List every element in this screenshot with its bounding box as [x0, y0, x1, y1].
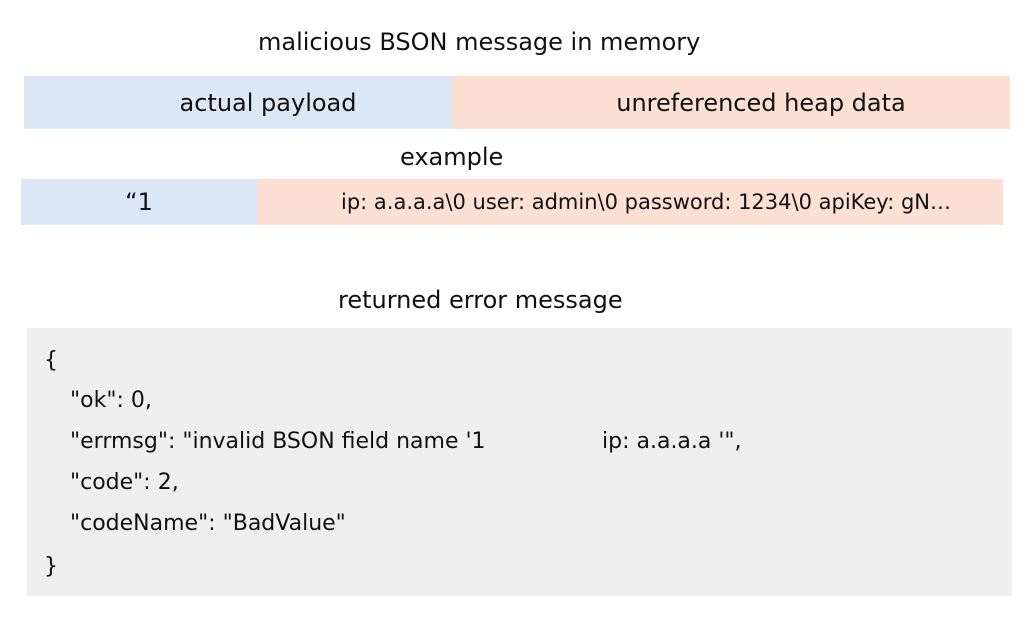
error-message-block: { "ok": 0, "errmsg": "invalid BSON field… [27, 328, 1012, 596]
code-field: "code": 2, [70, 470, 179, 495]
heap-segment: unreferenced heap data [452, 76, 1010, 129]
errmsg-leaked-data: ip: a.a.a.a '", [602, 429, 742, 454]
heap-label: unreferenced heap data [616, 88, 906, 117]
example-heap-segment: ip: a.a.a.a\0 user: admin\0 password: 12… [257, 179, 1003, 225]
payload-label: actual payload [179, 88, 357, 117]
example-title: example [400, 143, 504, 171]
example-heap-text: ip: a.a.a.a\0 user: admin\0 password: 12… [341, 190, 951, 214]
example-payload-text: “1 [125, 188, 153, 216]
open-brace: { [44, 348, 58, 373]
payload-segment: actual payload [24, 76, 452, 129]
codename-field: "codeName": "BadValue" [70, 511, 346, 536]
error-title: returned error message [338, 286, 623, 314]
ok-field: "ok": 0, [70, 388, 152, 413]
errmsg-field: "errmsg": "invalid BSON field name '1 [70, 429, 486, 454]
close-brace: } [44, 554, 58, 579]
example-payload-segment: “1 [21, 179, 257, 225]
diagram-title: malicious BSON message in memory [258, 28, 701, 56]
